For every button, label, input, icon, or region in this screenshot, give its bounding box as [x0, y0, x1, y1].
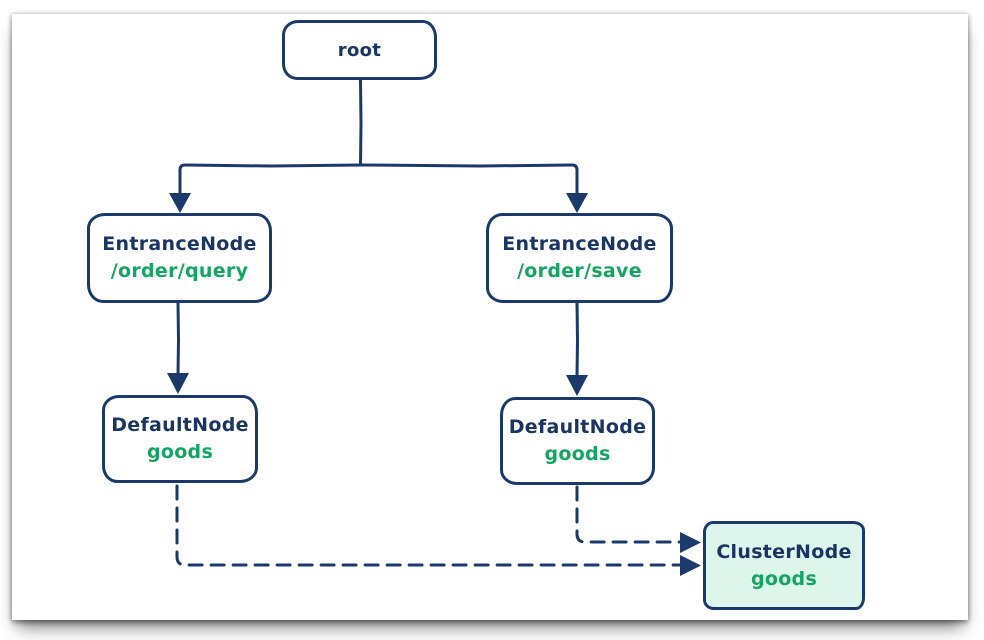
node-root-label: root	[337, 39, 382, 61]
node-entrance-save-label: EntranceNode	[502, 233, 657, 255]
node-entrance-query-sublabel: /order/query	[110, 260, 249, 282]
node-cluster-label: ClusterNode	[716, 540, 852, 563]
node-root: root	[282, 20, 437, 80]
node-default-query-sublabel: goods	[146, 441, 214, 463]
node-default-query-label: DefaultNode	[111, 414, 249, 436]
node-entrance-save-sublabel: /order/save	[517, 260, 642, 282]
node-default-save: DefaultNode goods	[500, 397, 655, 485]
node-entrance-save: EntranceNode /order/save	[486, 213, 673, 303]
node-default-save-sublabel: goods	[544, 443, 611, 465]
node-entrance-query-label: EntranceNode	[102, 233, 257, 255]
node-cluster: ClusterNode goods	[703, 521, 865, 610]
node-default-query: DefaultNode goods	[102, 395, 258, 483]
node-cluster-sublabel: goods	[750, 567, 818, 590]
node-default-save-label: DefaultNode	[508, 416, 647, 438]
node-entrance-query: EntranceNode /order/query	[87, 213, 272, 303]
